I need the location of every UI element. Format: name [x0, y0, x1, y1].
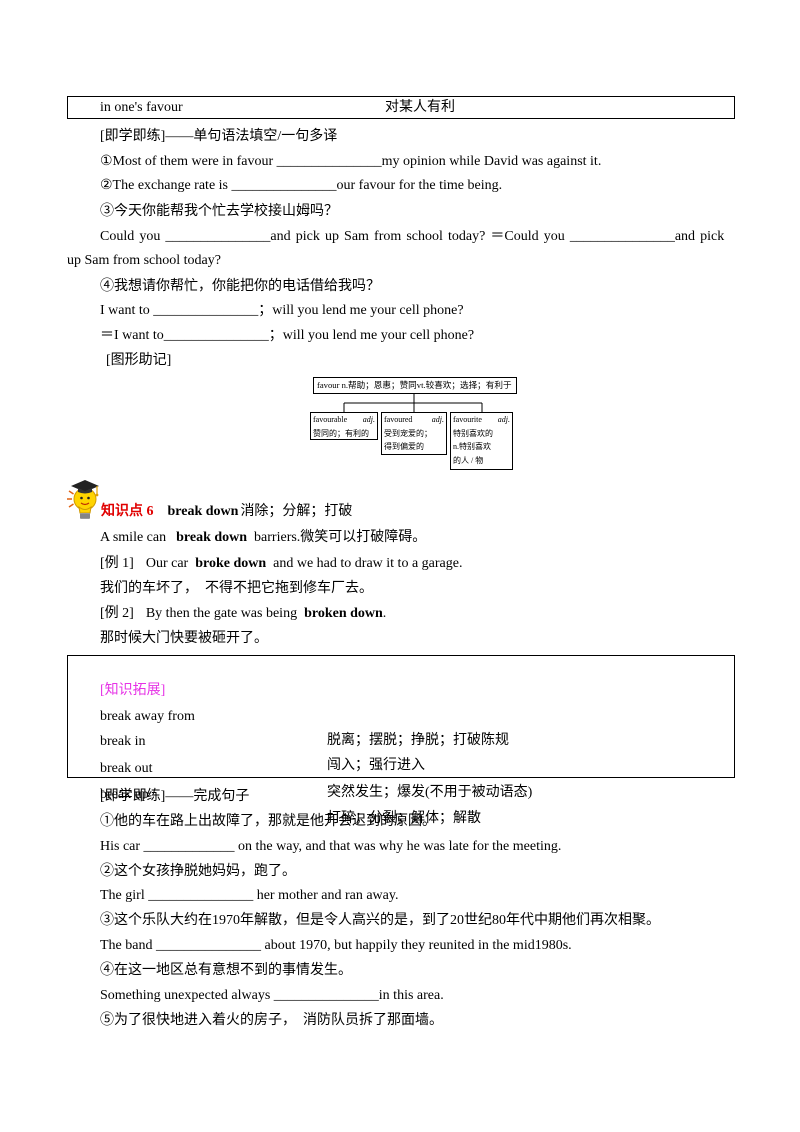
example-label: [例 1]: [100, 556, 134, 571]
branch-pos: adj.: [431, 415, 444, 424]
exercise-chinese: ⑤为了很快地进入着火的房子， 消防队员拆了那面墙。: [100, 1013, 443, 1028]
branch-meaning: n.特别喜欢: [453, 442, 491, 451]
knowledge-point-phrase: break down: [167, 504, 239, 519]
branch-meaning: 的人 / 物: [453, 455, 484, 465]
branch-word: favoured: [384, 415, 413, 424]
knowledge-point-meaning: 消除；分解；打破: [240, 504, 353, 519]
exercise-chinese: ①他的车在路上出故障了，那就是他开会迟到的原因。: [100, 814, 436, 829]
phrase-term: in one's favour: [100, 100, 183, 115]
sentence-before: A smile can: [100, 530, 167, 545]
extension-meaning: 闯入；强行进入: [327, 758, 425, 773]
extension-term: break in: [100, 734, 146, 749]
exercise-chinese: ②这个女孩挣脱她妈妈，跑了。: [100, 864, 296, 879]
extension-row: break in 闯入；强行进入: [68, 706, 734, 773]
key-sentence: A smile can break down barriers.微笑可以打破障碍。: [100, 526, 426, 550]
branch-meaning: 得到偏爱的: [384, 442, 424, 451]
diagram-branch-favourite: favourite adj. 特别喜欢的 n.特别喜欢 的人 / 物: [450, 412, 513, 470]
exercise-q3-english-line1: Could you _______________and pick up Sam…: [100, 229, 725, 244]
exercise-english: His car _____________ on the way, and th…: [100, 839, 562, 854]
example-1-translation: 我们的车坏了， 不得不把它拖到修车厂去。: [100, 581, 373, 596]
memory-diagram: favour n.帮助；恩惠；赞同vt.较喜欢；选择；有利于 favourabl…: [300, 370, 525, 475]
exercise-q4-english-2: ＝I want to_______________；will you lend …: [100, 328, 475, 343]
extension-meaning: 突然发生；爆发(不用于被动语态): [327, 785, 533, 800]
phrase-table-row: in one's favour 对某人有利: [67, 96, 735, 119]
knowledge-extension-box: [知识拓展] break away from 脱离；摆脱；挣脱；打破陈规 bre…: [67, 655, 735, 826]
extension-row: break out 突然发生；爆发(不用于被动语态): [68, 733, 734, 800]
branch-meaning: 特别喜欢的: [453, 428, 493, 438]
exercise-chinese: ④在这一地区总有意想不到的事情发生。: [100, 963, 352, 978]
example-bold-phrase: broken down: [304, 606, 383, 621]
exercise-q3-english-line2: up Sam from school today?: [67, 253, 221, 268]
exercise-english: The girl _______________ her mother and …: [100, 888, 399, 903]
extension-row: break up 打碎；分裂；解体；解散: [68, 759, 734, 826]
example-before: Our car: [145, 556, 189, 571]
practice-heading: [即学即练]——完成句子: [100, 789, 250, 804]
graduate-bulb-icon: [67, 480, 99, 519]
branch-pos: adj.: [497, 415, 510, 424]
branch-word: favourite: [453, 415, 482, 424]
phrase-meaning: 对某人有利: [385, 100, 455, 115]
practice-heading: [即学即练]——单句语法填空/一句多译: [100, 129, 338, 144]
branch-meaning: 赞同的；有利的: [313, 428, 369, 438]
extension-term: break away from: [100, 709, 195, 724]
extension-meaning: 脱离；摆脱；挣脱；打破陈规: [327, 733, 509, 748]
extension-meaning: 打碎；分裂；解体；解散: [327, 811, 481, 826]
diagram-heading: [图形助记]: [106, 353, 172, 368]
sentence-bold-phrase: break down: [176, 530, 248, 545]
exercise-q2: ②The exchange rate is _______________our…: [100, 178, 503, 193]
diagram-branch-favoured: favoured adj. 受到宠爱的； 得到偏爱的: [381, 412, 447, 455]
extension-term: break up: [100, 787, 149, 802]
extension-row: break away from 脱离；摆脱；挣脱；打破陈规: [68, 681, 734, 748]
exercise-chinese: ③这个乐队大约在1970年解散，但是令人高兴的是，到了20世纪80年代中期他们再…: [100, 913, 660, 928]
example-bold-phrase: broke down: [195, 556, 267, 571]
branch-meaning: 受到宠爱的；: [384, 428, 432, 438]
diagram-root-node: favour n.帮助；恩惠；赞同vt.较喜欢；选择；有利于: [313, 377, 517, 394]
sentence-after: barriers.微笑可以打破障碍。: [254, 530, 427, 545]
example-after: and we had to draw it to a garage.: [273, 556, 463, 571]
exercise-english: The band _______________ about 1970, but…: [100, 938, 572, 953]
exercise-q3-chinese: ③今天你能帮我个忙去学校接山姆吗？: [100, 204, 338, 219]
exercise-q4-english-1: I want to _______________；will you lend …: [100, 303, 464, 318]
exercise-english: Something unexpected always ____________…: [100, 988, 444, 1003]
diagram-branch-favourable: favourable adj. 赞同的；有利的: [310, 412, 378, 440]
extension-term: break out: [100, 761, 153, 776]
example-label: [例 2]: [100, 606, 134, 621]
branch-word: favourable: [313, 415, 348, 424]
example-1: [例 1] Our car broke down and we had to draw…: [100, 552, 462, 576]
extension-label: [知识拓展]: [100, 683, 166, 698]
extension-label-row: [知识拓展]: [68, 655, 734, 698]
exercise-q1: ①Most of them were in favour ___________…: [100, 154, 602, 169]
exercise-q4-chinese: ④我想请你帮忙，你能把你的电话借给我吗？: [100, 279, 380, 294]
knowledge-point-tag: 知识点 6: [101, 504, 154, 519]
example-2: [例 2] By then the gate was being broken do…: [100, 602, 386, 626]
branch-pos: adj.: [362, 415, 375, 424]
example-2-translation: 那时候大门快要被砸开了。: [100, 631, 268, 646]
example-after: .: [382, 606, 387, 621]
example-before: By then the gate was being: [145, 606, 298, 621]
diagram-connector-lines: [343, 394, 483, 412]
